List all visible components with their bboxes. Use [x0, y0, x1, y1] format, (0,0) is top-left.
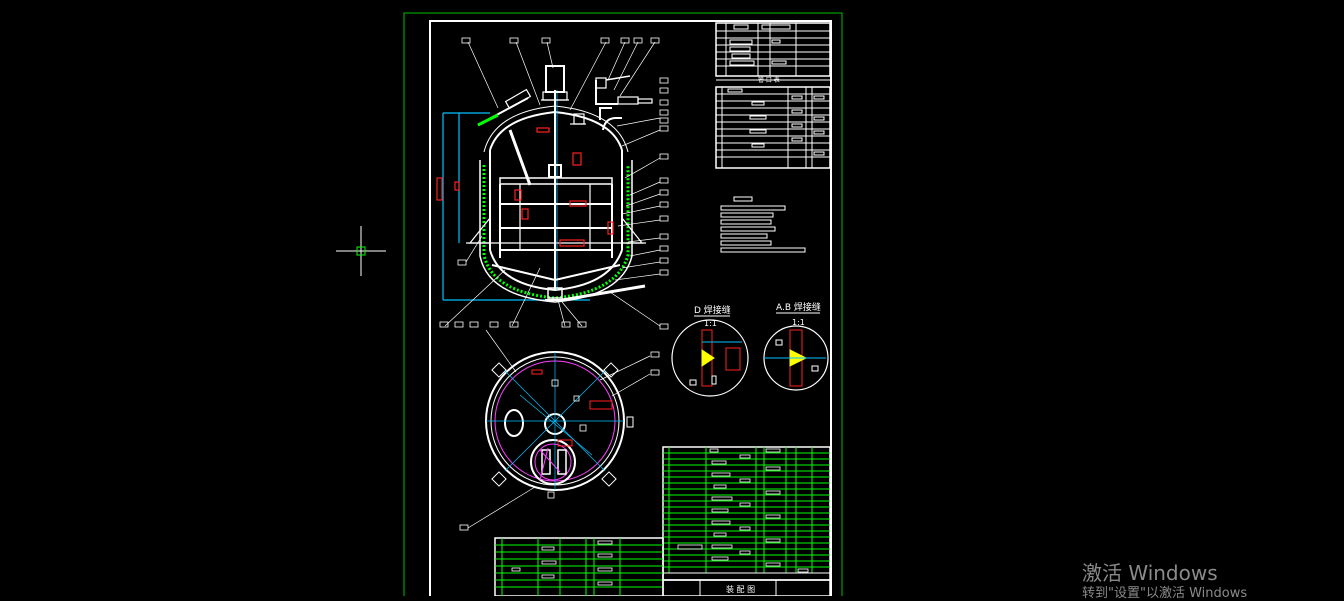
- nozzle-table-caption: 管 口 表: [758, 76, 780, 84]
- reactor-section-view: [436, 37, 669, 330]
- sheet-outer-border: [403, 12, 843, 601]
- weld-detail-d: [671, 315, 749, 397]
- weld-detail-d-scale: 1:1: [704, 319, 717, 328]
- technical-requirements: [720, 196, 806, 253]
- title-block-name: 装 配 图: [726, 584, 755, 594]
- sheet-inner-frame: [429, 20, 832, 601]
- windows-activation-subtitle: 转到"设置"以激活 Windows: [1082, 586, 1248, 601]
- weld-detail-ab-scale: 1:1: [792, 318, 805, 327]
- revision-table: [494, 537, 664, 597]
- weld-detail-ab: [763, 312, 829, 391]
- weld-detail-ab-title: A.B 焊接缝: [776, 301, 821, 313]
- windows-activation-title: 激活 Windows: [1082, 561, 1218, 585]
- tech-spec-table: [715, 86, 831, 169]
- crosshair-cursor-icon: [336, 226, 386, 276]
- nozzle-table: [715, 22, 831, 77]
- weld-detail-d-title: D 焊接缝: [694, 304, 731, 316]
- reactor-plan-view: [459, 329, 660, 531]
- bill-of-materials-table: [662, 446, 831, 581]
